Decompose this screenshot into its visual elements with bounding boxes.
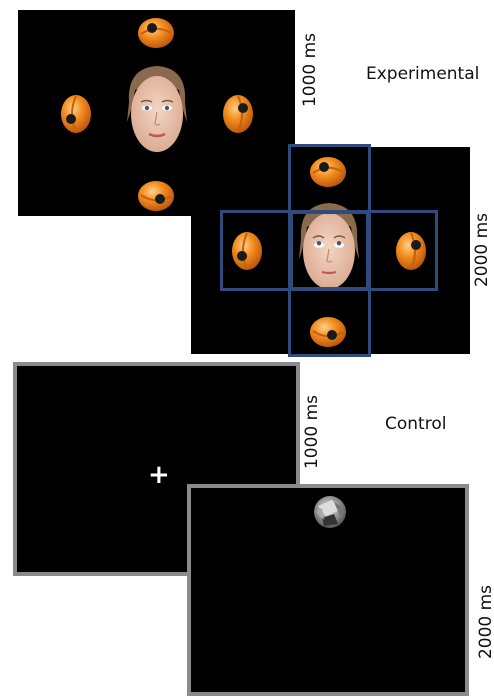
scrambled-object-icon [314, 496, 346, 528]
orange-object-icon [61, 95, 91, 133]
highlight-box-center [288, 210, 371, 291]
orange-object-icon [310, 157, 346, 187]
face-stimulus-icon [127, 66, 187, 152]
control-condition-label: Control [385, 414, 447, 434]
orange-object-icon [223, 95, 253, 133]
control-frame1-duration: 1000 ms [302, 394, 322, 470]
highlight-box-bottom [288, 287, 371, 357]
experimental-condition-label: Experimental [366, 64, 480, 84]
orange-object-icon [138, 18, 174, 48]
control-screen-2 [187, 484, 469, 696]
face-stimulus-icon [299, 203, 359, 289]
experimental-frame1-duration: 1000 ms [300, 32, 320, 108]
orange-object-icon [310, 317, 346, 347]
highlight-box-top [288, 144, 371, 214]
experimental-screen-1 [18, 10, 295, 216]
experimental-frame2-duration: 2000 ms [472, 212, 492, 288]
experimental-screen-2 [191, 147, 470, 354]
control-frame2-duration: 2000 ms [476, 584, 494, 660]
orange-object-icon [232, 232, 262, 270]
orange-object-icon [138, 181, 174, 211]
fixation-cross: + [148, 460, 170, 490]
highlight-box-left [220, 210, 293, 291]
orange-object-icon [396, 232, 426, 270]
highlight-box-right [366, 210, 438, 291]
